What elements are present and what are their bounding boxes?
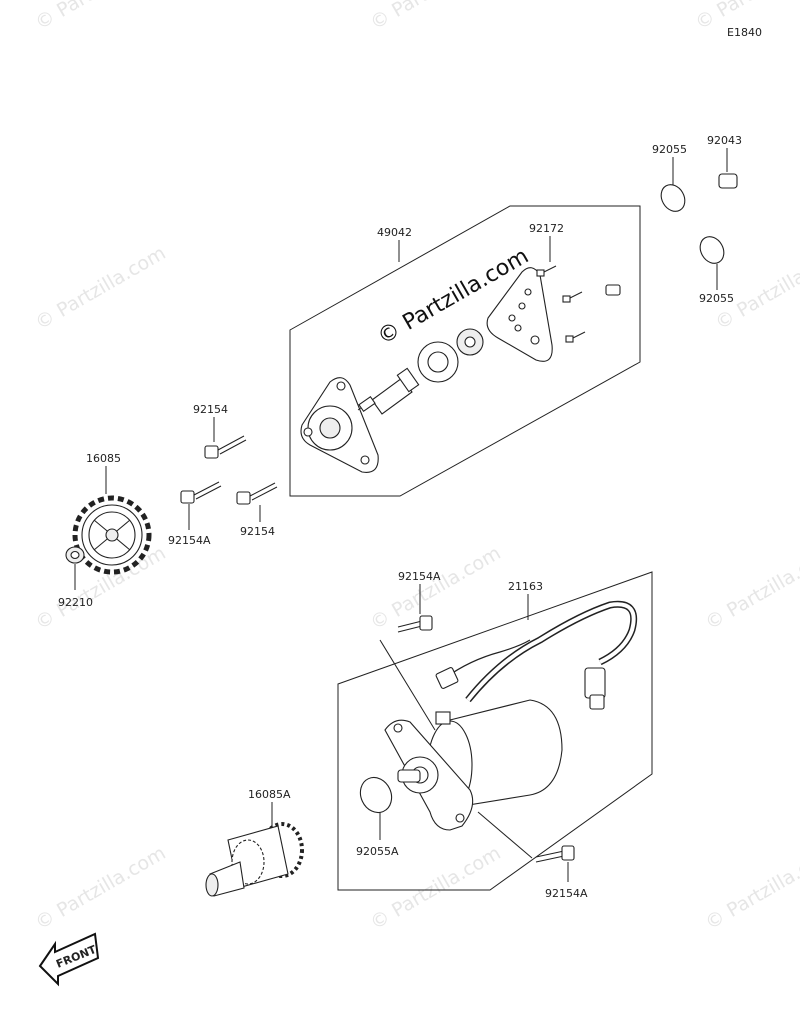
sprocket-16085[interactable] [72, 495, 152, 575]
screw-92172[interactable] [565, 331, 586, 343]
starter-motor-body[interactable] [384, 699, 563, 831]
nut-92210[interactable] [65, 546, 85, 564]
starter-group-outline [337, 571, 653, 891]
watermark-text: © Partzilla.com [32, 242, 170, 334]
o-ring-92055-mid[interactable] [695, 232, 728, 267]
watermark-text: © Partzilla.com [367, 542, 505, 634]
watermark-text: © Partzilla.com [712, 242, 800, 334]
pump-shaft[interactable] [357, 367, 420, 415]
diagram-code: E1840 [727, 26, 762, 39]
label-92055A[interactable]: 92055A [356, 845, 399, 858]
pin-92043[interactable] [718, 173, 738, 189]
o-ring-92055A[interactable] [355, 772, 397, 817]
watermark-text: © Partzilla.com [32, 842, 170, 934]
label-92055-mid[interactable]: 92055 [699, 292, 734, 305]
label-92154A-starter-top[interactable]: 92154A [398, 570, 441, 583]
screw-92172[interactable] [536, 265, 557, 277]
bolt-92154-lower[interactable] [236, 482, 278, 505]
watermark-text: © Partzilla.com [702, 542, 800, 634]
label-92154A-starter-bottom[interactable]: 92154A [545, 887, 588, 900]
leader-bolt-bottom-path [477, 811, 533, 859]
outer-rotor[interactable] [417, 341, 459, 383]
pin-small[interactable] [605, 284, 621, 296]
label-92154-lower[interactable]: 92154 [240, 525, 275, 538]
watermark-text: © Partzilla.com [32, 0, 170, 34]
starter-harness[interactable] [435, 600, 638, 710]
bolt-92154-upper[interactable] [204, 435, 247, 459]
front-arrow-icon: FRONT [38, 932, 100, 987]
bolt-92154A-starter-bottom[interactable] [535, 845, 575, 863]
label-21163[interactable]: 21163 [508, 580, 543, 593]
label-92154A-left[interactable]: 92154A [168, 534, 211, 547]
watermark-layer: © Partzilla.com © Partzilla.com © Partzi… [32, 0, 800, 934]
screw-92172[interactable] [562, 291, 583, 303]
o-ring-92055-top[interactable] [656, 180, 689, 215]
label-92210[interactable]: 92210 [58, 596, 93, 609]
label-16085[interactable]: 16085 [86, 452, 121, 465]
label-92172[interactable]: 92172 [529, 222, 564, 235]
starter-clutch-16085A[interactable] [205, 822, 304, 897]
inner-rotor[interactable] [456, 328, 484, 356]
label-16085A[interactable]: 16085A [248, 788, 291, 801]
watermark-text: © Partzilla.com [702, 842, 800, 934]
leader-bolt-top-path [379, 639, 436, 731]
bolt-92154A-left[interactable] [180, 481, 222, 504]
watermark-text: © Partzilla.com [367, 0, 505, 34]
label-92055-top[interactable]: 92055 [652, 143, 687, 156]
bolt-92154A-starter-top[interactable] [397, 615, 433, 633]
label-49042[interactable]: 49042 [377, 226, 412, 239]
label-92043[interactable]: 92043 [707, 134, 742, 147]
pump-body[interactable] [486, 267, 553, 362]
oil-pump-group-outline [289, 205, 641, 497]
pump-cover[interactable] [300, 377, 379, 473]
label-92154-upper[interactable]: 92154 [193, 403, 228, 416]
